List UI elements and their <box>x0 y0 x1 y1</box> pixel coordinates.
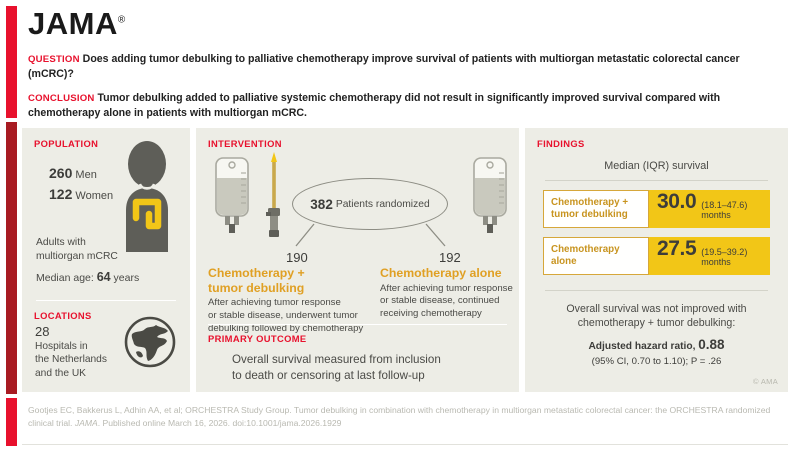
conclusion-text: Tumor debulking added to palliative syst… <box>28 92 721 120</box>
bar-number-debulking: 30.0 <box>657 190 697 213</box>
randomization-node: 382 Patients randomized <box>292 178 448 230</box>
hazard-ratio-value: 0.88 <box>698 336 725 352</box>
women-label: Women <box>75 189 114 202</box>
men-count: 260 <box>49 165 73 181</box>
arm-title-chemo-alone: Chemotherapy alone <box>380 266 502 280</box>
intervention-arm-chemo-alone: Chemotherapy alone After achieving tumor… <box>380 266 520 321</box>
arm-count-right: 192 <box>439 250 461 265</box>
citation: Gootjes EC, Bakkerus L, Adhin AA, et al;… <box>28 404 784 431</box>
question-tag: QUESTION <box>28 54 80 65</box>
footer-rule <box>22 444 788 445</box>
population-title: POPULATION <box>34 138 99 149</box>
jama-wordmark: JAMA <box>28 6 118 41</box>
findings-rule-bottom <box>545 290 768 291</box>
jama-logo: JAMA® <box>28 8 788 39</box>
globe-icon <box>124 316 176 373</box>
primary-outcome-text: Overall survival measured from inclusion… <box>232 353 441 382</box>
bar-iqr-chemo-alone: (19.5–39.2) months <box>701 247 748 267</box>
panels-container: POPULATION 260 Men 122 Women <box>22 128 788 392</box>
conclusion-tag: CONCLUSION <box>28 93 95 105</box>
bar-label-debulking: Chemotherapy +tumor debulking <box>543 190 649 228</box>
registered-mark: ® <box>117 14 126 26</box>
findings-rule-top <box>545 180 768 181</box>
bar-row-debulking: Chemotherapy +tumor debulking 30.0 (18.1… <box>543 190 770 228</box>
bar-value-chemo-alone: 27.5 (19.5–39.2) months <box>649 237 770 275</box>
bar-value-debulking: 30.0 (18.1–47.6) months <box>649 190 770 228</box>
locations-count: 28 <box>35 324 50 339</box>
findings-panel: FINDINGS Median (IQR) survival Chemother… <box>525 128 788 392</box>
iv-bag-left-icon <box>210 156 254 245</box>
bar-iqr-debulking: (18.1–47.6) months <box>701 200 748 220</box>
footer: Gootjes EC, Bakkerus L, Adhin AA, et al;… <box>28 404 784 431</box>
median-age-label: Median age: <box>36 272 94 284</box>
findings-title: FINDINGS <box>537 138 585 149</box>
conclusion-row: CONCLUSION Tumor debulking added to pall… <box>28 91 780 121</box>
question-row: QUESTION Does adding tumor debulking to … <box>28 52 780 82</box>
left-rail-middle <box>6 122 17 394</box>
intervention-divider <box>208 324 507 325</box>
primary-outcome-title: PRIMARY OUTCOME <box>208 333 307 344</box>
intervention-diagram: 382 Patients randomized <box>196 150 519 334</box>
women-stat: 122 Women <box>49 184 113 205</box>
randomization-connectors <box>295 223 446 247</box>
hazard-ratio-line: Adjusted hazard ratio, 0.88 <box>541 336 772 354</box>
citation-journal: JAMA <box>74 418 98 429</box>
population-divider <box>36 300 176 301</box>
surgical-instrument-icon <box>263 150 285 247</box>
intervention-panel: INTERVENTION <box>196 128 519 392</box>
intervention-title: INTERVENTION <box>208 138 282 149</box>
population-panel: POPULATION 260 Men 122 Women <box>22 128 190 392</box>
hazard-ratio-label: Adjusted hazard ratio, <box>588 340 696 352</box>
population-stats: 260 Men 122 Women <box>49 163 113 205</box>
left-rail-top <box>6 6 17 118</box>
randomized-count: 382 <box>310 196 333 212</box>
iv-bag-right-icon <box>468 156 512 245</box>
citation-part-2: . Published online March 16, 2026. doi:1… <box>97 418 342 429</box>
left-rail-bottom <box>6 398 17 446</box>
intervention-arm-debulking: Chemotherapy +tumor debulking After achi… <box>208 266 368 336</box>
header: JAMA® QUESTION Does adding tumor debulki… <box>28 8 788 130</box>
median-age-value: 64 <box>96 270 111 284</box>
question-text: Does adding tumor debulking to palliativ… <box>28 53 740 81</box>
question-conclusion-block: QUESTION Does adding tumor debulking to … <box>28 52 788 121</box>
confidence-interval-text: (95% CI, 0.70 to 1.10); P = .26 <box>591 355 722 367</box>
copyright-notice: © AMA <box>753 377 778 386</box>
randomized-label: Patients randomized <box>335 198 430 210</box>
median-age-unit: years <box>113 272 140 284</box>
person-with-colon-icon <box>116 140 178 257</box>
women-count: 122 <box>49 185 73 202</box>
men-label: Men <box>75 169 97 181</box>
bar-number-chemo-alone: 27.5 <box>657 237 697 260</box>
survival-bar-chart: Chemotherapy +tumor debulking 30.0 (18.1… <box>543 190 770 284</box>
arm-count-left: 190 <box>286 250 308 265</box>
median-age: Median age: 64 years <box>36 270 139 284</box>
findings-subtitle: Median (IQR) survival <box>604 160 709 172</box>
citation-part-1: Gootjes EC, Bakkerus L, Adhin AA, et al;… <box>28 405 771 429</box>
arm-title-debulking: Chemotherapy +tumor debulking <box>208 266 305 295</box>
locations-title: LOCATIONS <box>34 310 92 321</box>
men-stat: 260 Men <box>49 163 113 184</box>
